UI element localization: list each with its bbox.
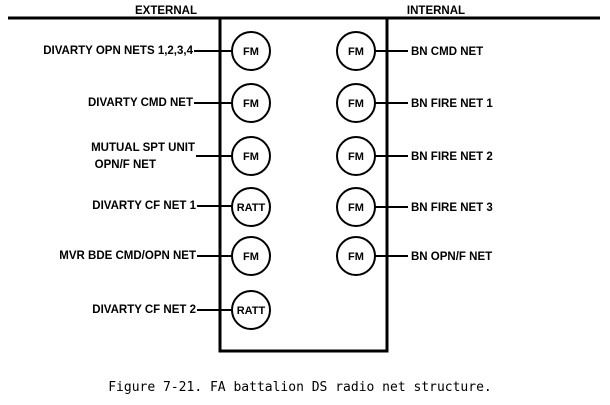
- external-net-row-6: DIVARTY CF NET 2 RATT: [92, 290, 271, 330]
- radio-type-label: RATT: [237, 202, 266, 214]
- radio-type-label: FM: [243, 251, 259, 263]
- fm-radio-icon: [231, 83, 271, 123]
- radio-type-label: FM: [348, 98, 364, 110]
- internal-net-label: BN OPN/F NET: [411, 251, 492, 263]
- internal-net-row-4: FM BN FIRE NET 3: [336, 187, 493, 227]
- radio-type-label: FM: [348, 151, 364, 163]
- radio-type-label: FM: [348, 46, 364, 58]
- fm-radio-icon: [231, 236, 271, 276]
- external-net-row-1: DIVARTY OPN NETS 1,2,3,4 FM: [43, 31, 271, 71]
- external-net-row-5: MVR BDE CMD/OPN NET FM: [59, 236, 271, 276]
- internal-net-label: BN FIRE NET 3: [411, 202, 493, 214]
- external-net-label: DIVARTY OPN NETS 1,2,3,4: [43, 45, 193, 57]
- external-net-label: DIVARTY CF NET 1: [92, 200, 196, 212]
- ratt-radio-icon: [231, 187, 271, 227]
- external-net-label: MVR BDE CMD/OPN NET: [59, 250, 196, 262]
- external-net-row-3: MUTUAL SPT UNIT OPN/F NET FM: [91, 136, 271, 176]
- internal-net-label: BN FIRE NET 2: [411, 151, 493, 163]
- external-header: EXTERNAL: [135, 5, 197, 17]
- external-net-label: MUTUAL SPT UNIT: [91, 142, 195, 154]
- fm-radio-icon: [231, 31, 271, 71]
- internal-net-label: BN FIRE NET 1: [411, 98, 493, 110]
- internal-net-row-5: FM BN OPN/F NET: [336, 236, 492, 276]
- ratt-radio-icon: [231, 290, 271, 330]
- radio-type-label: FM: [348, 202, 364, 214]
- external-net-label: DIVARTY CF NET 2: [92, 304, 196, 316]
- radio-type-label: FM: [243, 151, 259, 163]
- radio-type-label: RATT: [237, 305, 266, 317]
- external-net-label: DIVARTY CMD NET: [88, 97, 193, 109]
- radio-type-label: FM: [348, 251, 364, 263]
- figure-caption: Figure 7-21. FA battalion DS radio net s…: [108, 380, 492, 395]
- internal-header: INTERNAL: [407, 5, 465, 17]
- battalion-frame: [218, 18, 389, 353]
- internal-net-label: BN CMD NET: [411, 46, 483, 58]
- internal-net-row-3: FM BN FIRE NET 2: [336, 136, 493, 176]
- fm-radio-icon: [231, 136, 271, 176]
- internal-net-row-2: FM BN FIRE NET 1: [336, 83, 493, 123]
- radio-type-label: FM: [243, 98, 259, 110]
- external-net-row-2: DIVARTY CMD NET FM: [88, 83, 271, 123]
- radio-type-label: FM: [243, 46, 259, 58]
- external-net-row-4: DIVARTY CF NET 1 RATT: [92, 187, 271, 227]
- internal-net-row-1: FM BN CMD NET: [336, 31, 483, 71]
- external-net-label-line-2: OPN/F NET: [95, 159, 156, 171]
